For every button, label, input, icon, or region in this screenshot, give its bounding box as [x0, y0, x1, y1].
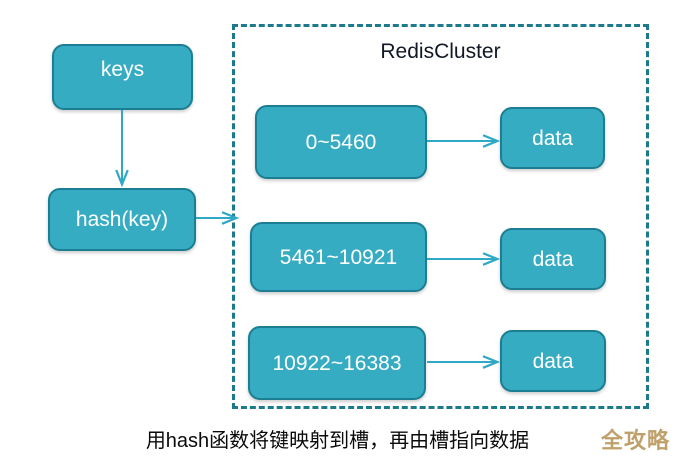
diagram-caption: 用hash函数将键映射到槽，再由槽指向数据 [0, 424, 675, 453]
keys-node[interactable]: keys [52, 44, 193, 110]
redis-cluster-title: RedisCluster [380, 40, 501, 63]
slot-range-label-2: 10922~16383 [272, 351, 402, 375]
slot-range-node-2[interactable]: 10922~16383 [248, 326, 426, 400]
hash-key-node-label: hash(key) [75, 208, 169, 231]
hash-key-node[interactable]: hash(key) [48, 188, 196, 251]
slot-range-label-1: 5461~10921 [279, 245, 398, 269]
data-node-label-0: data [532, 126, 573, 150]
diagram-caption-text: 用hash函数将键映射到槽，再由槽指向数据 [145, 430, 530, 452]
slot-range-node-1[interactable]: 5461~10921 [250, 222, 427, 292]
slot-range-node-0[interactable]: 0~5460 [255, 105, 427, 179]
data-node-1[interactable]: data [500, 228, 606, 290]
data-node-2[interactable]: data [500, 330, 606, 392]
data-node-0[interactable]: data [500, 107, 605, 169]
watermark: 全攻略 [601, 428, 671, 453]
data-node-label-2: data [532, 349, 574, 373]
slot-range-label-0: 0~5460 [305, 130, 377, 154]
keys-node-label: keys [100, 58, 145, 81]
data-node-label-1: data [532, 247, 574, 271]
